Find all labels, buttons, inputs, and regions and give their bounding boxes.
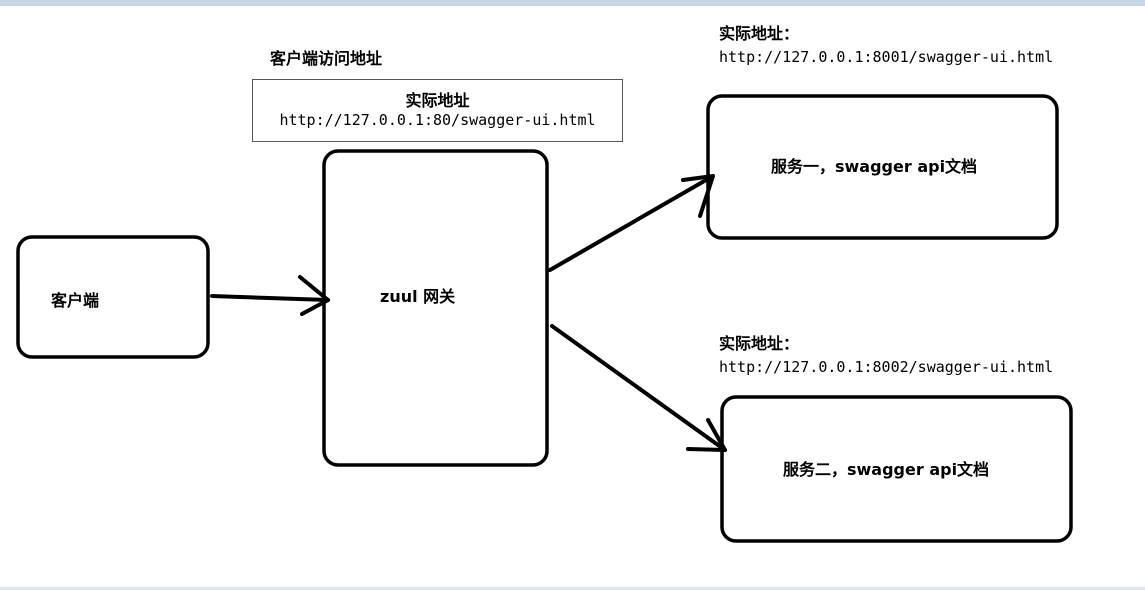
service1-label: 服务一，swagger api文档 <box>771 157 978 176</box>
arrow-client-to-gateway <box>210 275 330 316</box>
service2-box <box>720 395 1073 543</box>
gateway-address-url: http://127.0.0.1:80/swagger-ui.html <box>279 111 596 129</box>
service1-box <box>706 94 1059 240</box>
gateway-label: zuul 网关 <box>380 287 456 306</box>
service2-label: 服务二，swagger api文档 <box>783 460 990 479</box>
gateway-access-caption: 客户端访问地址 <box>270 49 383 68</box>
service1-address-url: http://127.0.0.1:8001/swagger-ui.html <box>719 48 1054 66</box>
arrow-gateway-to-service2 <box>550 324 727 452</box>
top-bar <box>0 0 1145 6</box>
client-box <box>16 235 210 359</box>
client-label: 客户端 <box>51 291 100 310</box>
arrow-gateway-to-service1 <box>548 174 715 272</box>
bottom-bar <box>0 587 1145 590</box>
service2-address-url: http://127.0.0.1:8002/swagger-ui.html <box>719 358 1054 376</box>
gateway-address-title: 实际地址 <box>405 91 470 110</box>
gateway-box <box>322 149 549 467</box>
service2-address-caption: 实际地址： <box>719 334 800 353</box>
service1-address-caption: 实际地址： <box>719 24 800 43</box>
gateway-address-box: 实际地址 http://127.0.0.1:80/swagger-ui.html <box>252 79 623 142</box>
